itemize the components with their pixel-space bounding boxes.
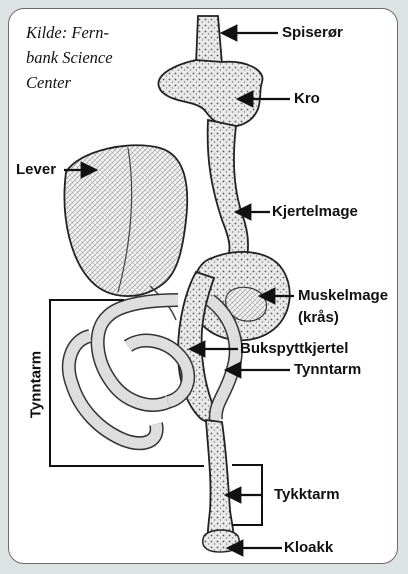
caption-line-1: Kilde: Fern- bbox=[26, 20, 146, 45]
label-kro: Kro bbox=[294, 90, 320, 107]
caption-line-3: Center bbox=[26, 70, 146, 95]
label-tynntarm-right: Tynntarm bbox=[294, 361, 361, 378]
label-lever: Lever bbox=[16, 161, 56, 178]
label-tykktarm: Tykktarm bbox=[274, 486, 340, 503]
label-muskelmage: Muskelmage bbox=[298, 287, 388, 304]
caption-line-2: bank Science bbox=[26, 45, 146, 70]
large-intestine-shape bbox=[206, 420, 234, 548]
esophagus-shape bbox=[196, 16, 222, 64]
label-tynntarm-left: Tynntarm bbox=[28, 347, 45, 423]
crop-shape bbox=[158, 60, 262, 126]
label-kras: (krås) bbox=[298, 309, 339, 326]
label-spiseror: Spiserør bbox=[282, 24, 343, 41]
source-caption: Kilde: Fern- bank Science Center bbox=[26, 20, 146, 95]
label-bukspyttkjertel: Bukspyttkjertel bbox=[240, 340, 348, 357]
proventriculus-shape bbox=[208, 120, 248, 262]
label-kloakk: Kloakk bbox=[284, 539, 333, 556]
label-kjertelmage: Kjertelmage bbox=[272, 203, 358, 220]
